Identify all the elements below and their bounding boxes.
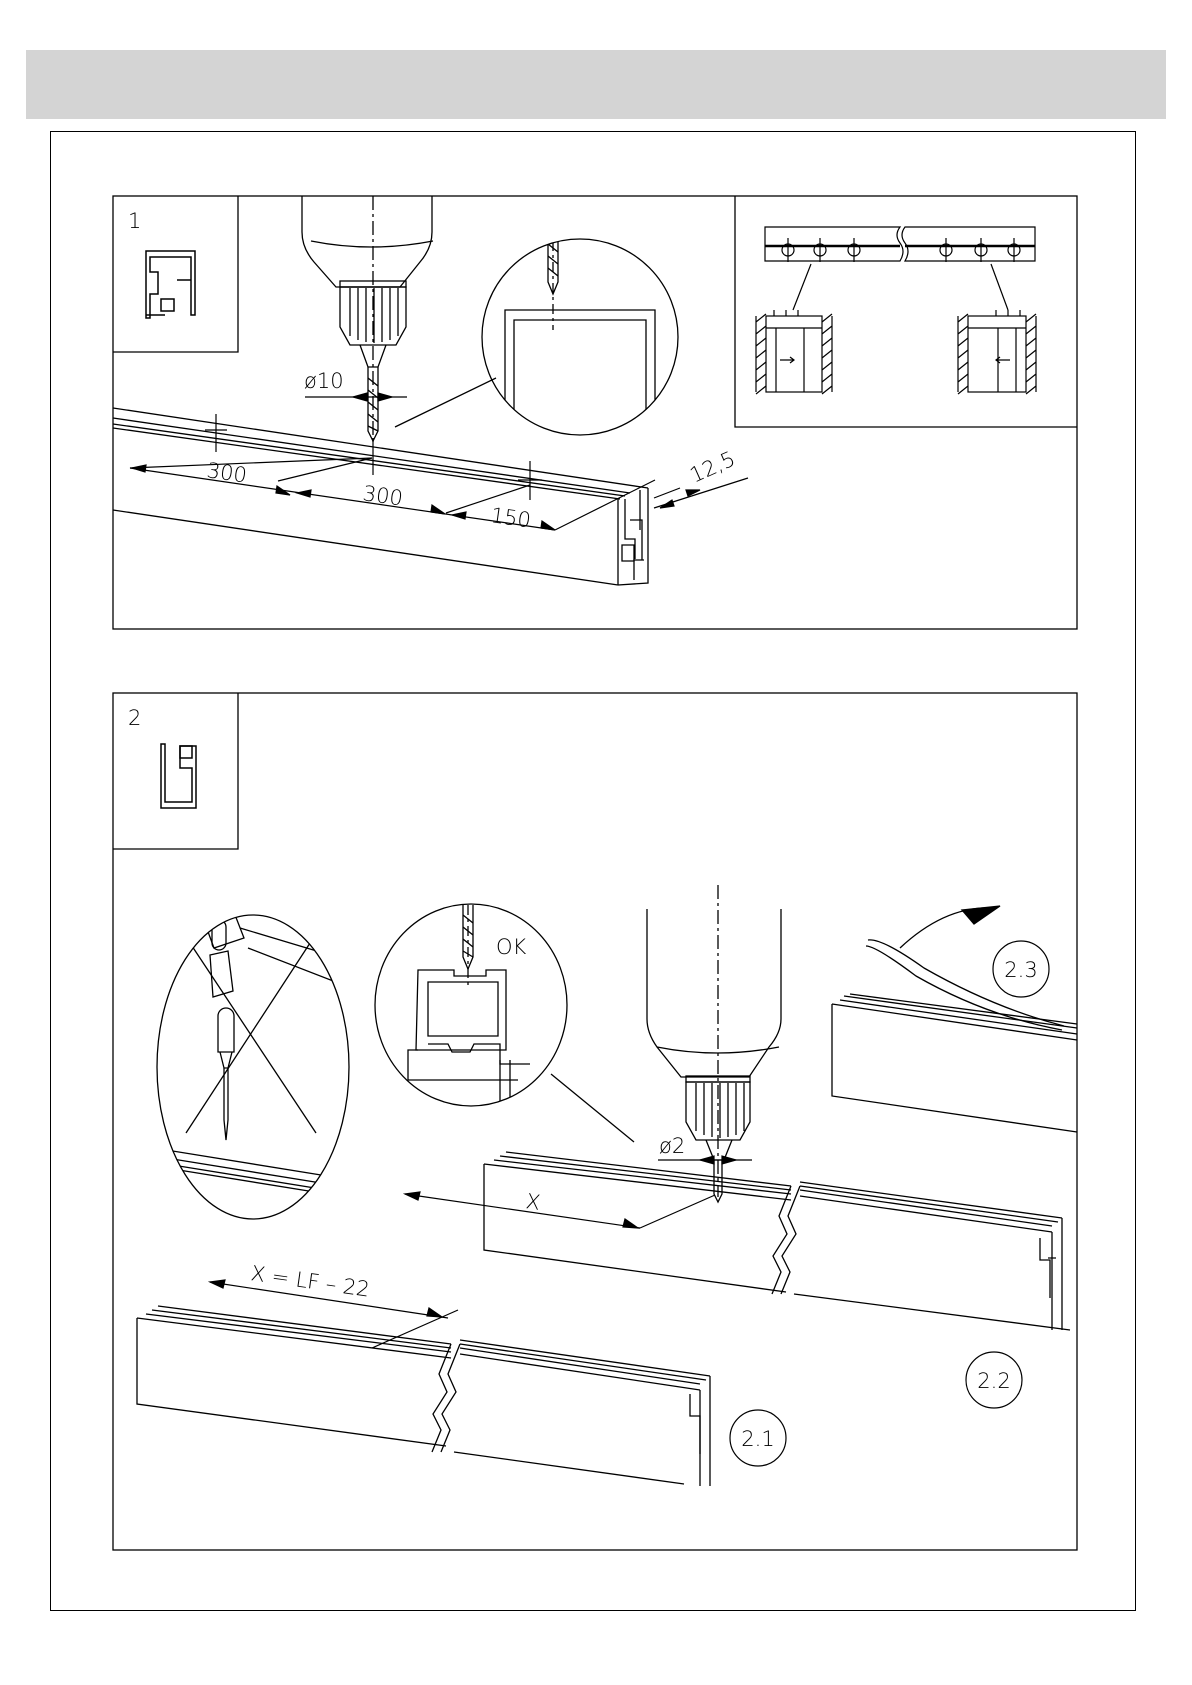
drill-diameter-dimension — [305, 393, 407, 401]
substep-2-1-marker: 2.1 — [730, 1410, 786, 1466]
profile-section-icon-2 — [161, 744, 196, 808]
rail-with-seal-strip — [832, 906, 1077, 1132]
substep-2-2-marker: 2.2 — [966, 1352, 1022, 1408]
step1-number: 1 — [128, 209, 141, 233]
spacing-label-3: 150 — [489, 503, 532, 532]
x-label: X — [524, 1189, 542, 1215]
hole-layout-inset — [756, 227, 1036, 394]
formula-label: X = LF – 22 — [249, 1261, 371, 1301]
spacing-label-1: 300 — [205, 458, 248, 487]
wrong-tools-magnifier — [154, 902, 352, 1219]
substep-2-1-label: 2.1 — [741, 1427, 774, 1451]
drill-diameter-label: ø10 — [304, 369, 344, 393]
substep-2-3-marker: 2.3 — [993, 941, 1049, 997]
drill-detail-magnifier — [395, 220, 678, 440]
ok-label: OK — [496, 935, 527, 959]
spacing-label-2: 300 — [361, 481, 404, 510]
rail-bottom — [137, 1306, 710, 1486]
profile-section-icon — [146, 251, 195, 318]
x-dimension — [405, 1192, 715, 1228]
edge-offset-label: 12,5 — [686, 447, 738, 488]
step2-panel — [113, 693, 1077, 1550]
rail-middle — [484, 1152, 1070, 1330]
step2-number: 2 — [128, 706, 141, 730]
drill-machine-icon — [302, 196, 433, 442]
substep-2-3-label: 2.3 — [1004, 958, 1037, 982]
substep-2-2-label: 2.2 — [977, 1369, 1010, 1393]
drill-diameter-label-2: ø2 — [659, 1134, 685, 1158]
